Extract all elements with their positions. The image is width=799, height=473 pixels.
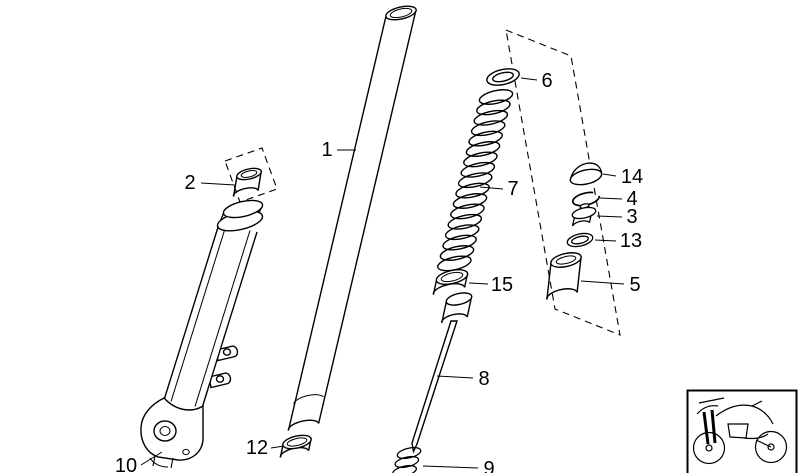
leader-line-13 bbox=[594, 239, 617, 242]
leader-line-7 bbox=[479, 186, 504, 190]
leader-line-14 bbox=[602, 173, 617, 177]
leader-line-3 bbox=[596, 215, 623, 218]
assembly-box-right bbox=[505, 29, 621, 336]
part-label-7[interactable]: 7 bbox=[507, 178, 518, 200]
part-label-9[interactable]: 9 bbox=[483, 458, 494, 473]
leader-line-5 bbox=[580, 280, 625, 285]
sleeve-part-5 bbox=[546, 252, 582, 300]
cap-part-14 bbox=[569, 162, 603, 186]
o-ring-part-13 bbox=[566, 232, 594, 248]
fork-tube-part-1 bbox=[287, 5, 417, 431]
motorcycle-icon bbox=[692, 397, 788, 465]
part-label-15[interactable]: 15 bbox=[491, 274, 513, 296]
guide-ring-part-12 bbox=[279, 434, 312, 458]
part-label-13[interactable]: 13 bbox=[620, 230, 642, 252]
part-label-4[interactable]: 4 bbox=[626, 188, 637, 210]
fork-slider-part-10 bbox=[140, 199, 264, 469]
spring-part-7 bbox=[435, 86, 515, 275]
leader-line-9 bbox=[422, 465, 479, 469]
washer-part-6 bbox=[486, 68, 520, 86]
valve-part-3 bbox=[571, 203, 597, 227]
leader-line-8 bbox=[436, 375, 474, 379]
bushing-part-2 bbox=[232, 167, 262, 197]
part-label-10[interactable]: 10 bbox=[115, 455, 137, 473]
leader-line-6 bbox=[520, 77, 538, 81]
part-label-3[interactable]: 3 bbox=[626, 206, 637, 228]
damper-rod-part-8 bbox=[411, 292, 473, 454]
reference-thumbnail[interactable] bbox=[686, 389, 798, 473]
part-label-1[interactable]: 1 bbox=[321, 139, 332, 161]
part-label-2[interactable]: 2 bbox=[184, 172, 195, 194]
caliper-tab bbox=[208, 345, 239, 389]
part-label-6[interactable]: 6 bbox=[541, 70, 552, 92]
axle-clamp bbox=[140, 397, 204, 469]
part-label-12[interactable]: 12 bbox=[246, 437, 268, 459]
leader-line-12 bbox=[270, 445, 285, 449]
rebound-spring-part-9 bbox=[391, 444, 423, 473]
piston-ring-part-15 bbox=[432, 269, 469, 295]
leader-line-2 bbox=[200, 182, 236, 186]
leader-line-10 bbox=[140, 451, 163, 466]
leader-line-4 bbox=[599, 197, 623, 200]
leader-lines bbox=[140, 77, 625, 469]
part-label-8[interactable]: 8 bbox=[478, 368, 489, 390]
part-label-14[interactable]: 14 bbox=[621, 166, 643, 188]
leader-line-15 bbox=[468, 282, 489, 285]
part-label-5[interactable]: 5 bbox=[629, 274, 640, 296]
